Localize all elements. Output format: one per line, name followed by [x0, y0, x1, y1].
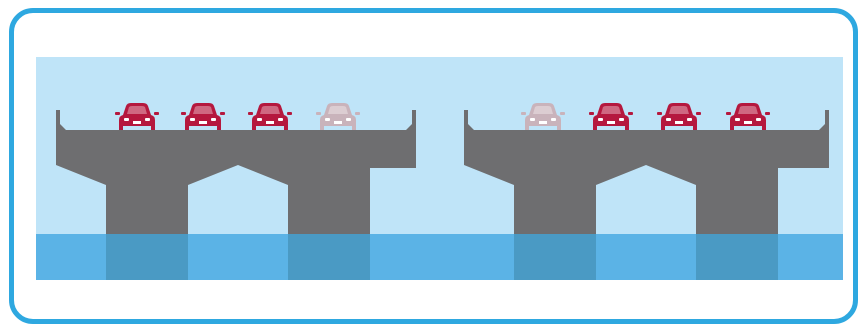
car-headlight-right [756, 118, 761, 121]
car-mirror-left [181, 112, 186, 115]
car-windshield [533, 106, 553, 114]
car-license-plate [334, 121, 342, 124]
car-mirror-left [248, 112, 253, 115]
car-headlight-left [325, 118, 330, 121]
car-headlight-left [190, 118, 195, 121]
car-mirror-right [765, 112, 770, 115]
car-windshield [738, 106, 758, 114]
car-headlight-right [278, 118, 283, 121]
car-windshield [328, 106, 348, 114]
car-headlight-right [551, 118, 556, 121]
car-headlight-left [530, 118, 535, 121]
car-mirror-right [154, 112, 159, 115]
car-license-plate [199, 121, 207, 124]
bridge-right-pier-2-submerged [696, 234, 778, 280]
car-mirror-left [115, 112, 120, 115]
car-windshield [601, 106, 621, 114]
bridge-right-pier-1-submerged [514, 234, 596, 280]
car-mirror-left [521, 112, 526, 115]
car-headlight-left [598, 118, 603, 121]
car-license-plate [607, 121, 615, 124]
car-windshield [193, 106, 213, 114]
car-headlight-left [257, 118, 262, 121]
car-headlight-left [666, 118, 671, 121]
car-mirror-right [560, 112, 565, 115]
car-mirror-left [726, 112, 731, 115]
car-windshield [669, 106, 689, 114]
car-headlight-right [346, 118, 351, 121]
car-headlight-right [211, 118, 216, 121]
car-mirror-right [628, 112, 633, 115]
car-license-plate [133, 121, 141, 124]
bridge-left-pier-2-submerged [288, 234, 370, 280]
car-license-plate [675, 121, 683, 124]
car-mirror-right [220, 112, 225, 115]
car-mirror-left [589, 112, 594, 115]
car-mirror-right [287, 112, 292, 115]
car-mirror-left [657, 112, 662, 115]
car-license-plate [266, 121, 274, 124]
car-headlight-left [735, 118, 740, 121]
car-license-plate [744, 121, 752, 124]
car-license-plate [539, 121, 547, 124]
car-windshield [127, 106, 147, 114]
car-mirror-right [696, 112, 701, 115]
car-headlight-left [124, 118, 129, 121]
car-headlight-right [145, 118, 150, 121]
car-windshield [260, 106, 280, 114]
bridge-left-pier-1-submerged [106, 234, 188, 280]
car-mirror-left [316, 112, 321, 115]
car-headlight-right [687, 118, 692, 121]
car-mirror-right [355, 112, 360, 115]
car-headlight-right [619, 118, 624, 121]
